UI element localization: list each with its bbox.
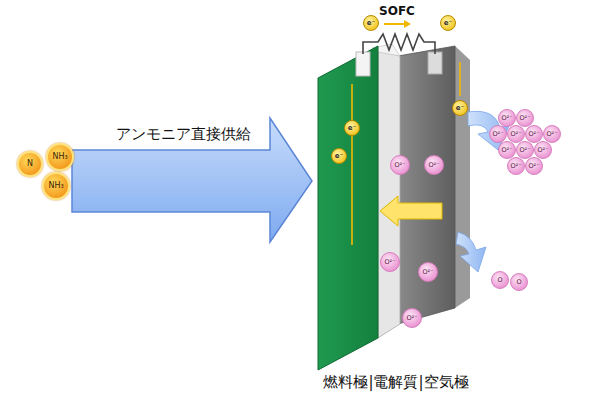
particle-symbol: O²⁻ xyxy=(501,115,512,122)
particle-symbol: O²⁻ xyxy=(537,147,548,154)
electron: e⁻ xyxy=(363,15,379,31)
particle-symbol: e⁻ xyxy=(348,125,356,132)
outflow-arrow xyxy=(456,232,486,272)
oxide-ion: O²⁻ xyxy=(418,262,438,282)
particle-symbol: O²⁻ xyxy=(501,147,512,154)
particle-symbol: O²⁻ xyxy=(492,131,503,138)
molecule: N xyxy=(17,151,43,177)
particle-symbol: e⁻ xyxy=(456,105,464,112)
oxygen-atom: O xyxy=(510,273,528,291)
particle-symbol: O²⁻ xyxy=(384,259,395,266)
current-line xyxy=(459,62,461,96)
current-line xyxy=(351,84,353,245)
oxide-ion: O²⁻ xyxy=(424,155,444,175)
layer-caption: 燃料極|電解質|空気極 xyxy=(323,373,468,392)
particle-symbol: O²⁻ xyxy=(394,162,405,169)
particle-symbol: O²⁻ xyxy=(428,162,439,169)
particle-symbol: e⁻ xyxy=(367,20,375,27)
particle-symbol: O²⁻ xyxy=(519,115,530,122)
resistor-circuit xyxy=(363,34,435,54)
oxide-ion: O²⁻ xyxy=(525,157,543,175)
electron: e⁻ xyxy=(452,100,468,116)
ion-migration-arrow xyxy=(380,196,442,226)
oxide-ion: O²⁻ xyxy=(390,155,410,175)
particle-symbol: NH₃ xyxy=(48,182,63,190)
air-electrode xyxy=(398,46,455,324)
electron: e⁻ xyxy=(344,120,360,136)
electrolyte xyxy=(378,50,400,338)
terminal xyxy=(356,52,370,76)
molecule: NH₃ xyxy=(42,172,70,200)
oxide-ion: O²⁻ xyxy=(534,141,552,159)
supply-arrow xyxy=(72,118,312,242)
air-electrode-side xyxy=(455,46,470,308)
fuel-electrode xyxy=(318,46,378,370)
particle-symbol: O xyxy=(497,277,502,284)
oxygen-atom: O xyxy=(491,271,509,289)
particle-symbol: O²⁻ xyxy=(510,131,521,138)
particle-symbol: NH₃ xyxy=(52,153,67,161)
particle-symbol: O²⁻ xyxy=(528,163,539,170)
oxide-ion: O²⁻ xyxy=(543,125,561,143)
particle-symbol: O²⁻ xyxy=(406,315,417,322)
particle-symbol: O²⁻ xyxy=(519,147,530,154)
oxide-ion: O²⁻ xyxy=(507,157,525,175)
oxide-ion: O²⁻ xyxy=(380,252,400,272)
supply-label: アンモニア直接供給 xyxy=(116,125,251,144)
electron: e⁻ xyxy=(440,15,456,31)
particle-symbol: O²⁻ xyxy=(422,269,433,276)
device-name: SOFC xyxy=(379,4,415,18)
terminal xyxy=(428,52,442,74)
particle-symbol: e⁻ xyxy=(444,20,452,27)
particle-symbol: O²⁻ xyxy=(546,131,557,138)
particle-symbol: N xyxy=(27,160,33,168)
electron-flow-arrow xyxy=(384,23,404,25)
particle-symbol: O²⁻ xyxy=(528,131,539,138)
oxide-ion: O²⁻ xyxy=(402,308,422,328)
particle-symbol: O²⁻ xyxy=(510,163,521,170)
molecule: NH₃ xyxy=(46,143,74,171)
electron: e⁻ xyxy=(331,148,347,164)
particle-symbol: e⁻ xyxy=(335,153,343,160)
electron-flow-arrowhead xyxy=(404,20,411,28)
particle-symbol: O xyxy=(516,279,521,286)
